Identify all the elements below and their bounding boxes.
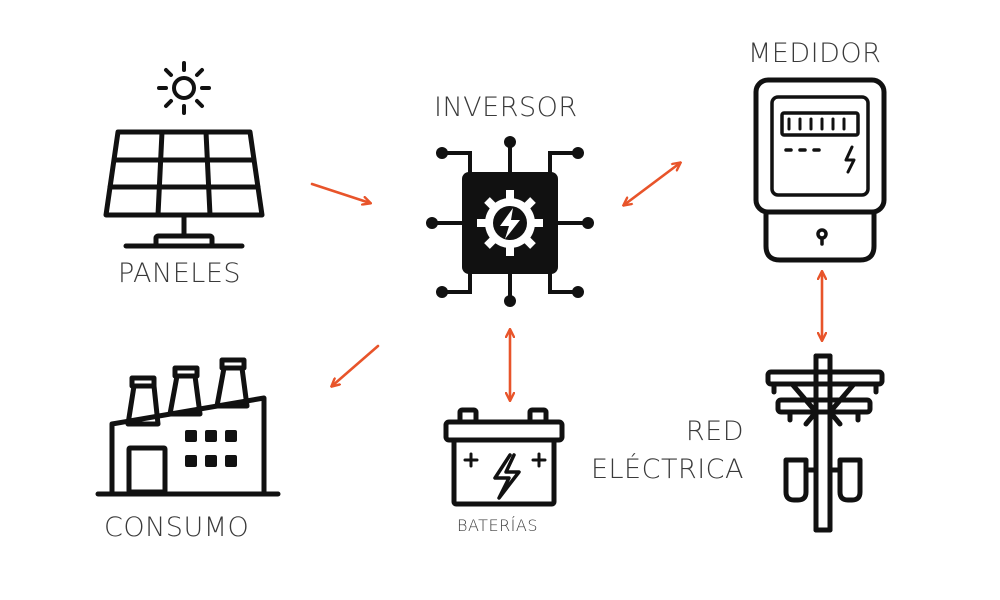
label-red-line2: ELÉCTRICA — [590, 454, 744, 485]
arrow-inversor-consumo — [332, 344, 380, 386]
label-red-electrica: RED ELÉCTRICA — [591, 413, 744, 489]
inverter-chip-icon — [426, 136, 594, 307]
label-consumo: CONSUMO — [104, 512, 250, 543]
power-pole-icon — [765, 353, 885, 533]
flow-arrows — [310, 163, 822, 400]
label-red-line1: RED — [685, 416, 744, 447]
arrow-paneles-inversor — [310, 182, 370, 203]
sun-icon — [157, 61, 211, 115]
electric-meter-icon — [753, 77, 887, 263]
label-baterias: BATERÍAS — [457, 516, 538, 535]
label-paneles: PANELES — [118, 258, 242, 289]
arrow-inversor-medidor — [624, 163, 680, 205]
solar-panel-icon — [103, 129, 265, 249]
factory-icon — [95, 357, 281, 497]
label-inversor: INVERSOR — [434, 92, 578, 123]
label-medidor: MEDIDOR — [748, 38, 882, 69]
battery-icon — [443, 407, 565, 507]
